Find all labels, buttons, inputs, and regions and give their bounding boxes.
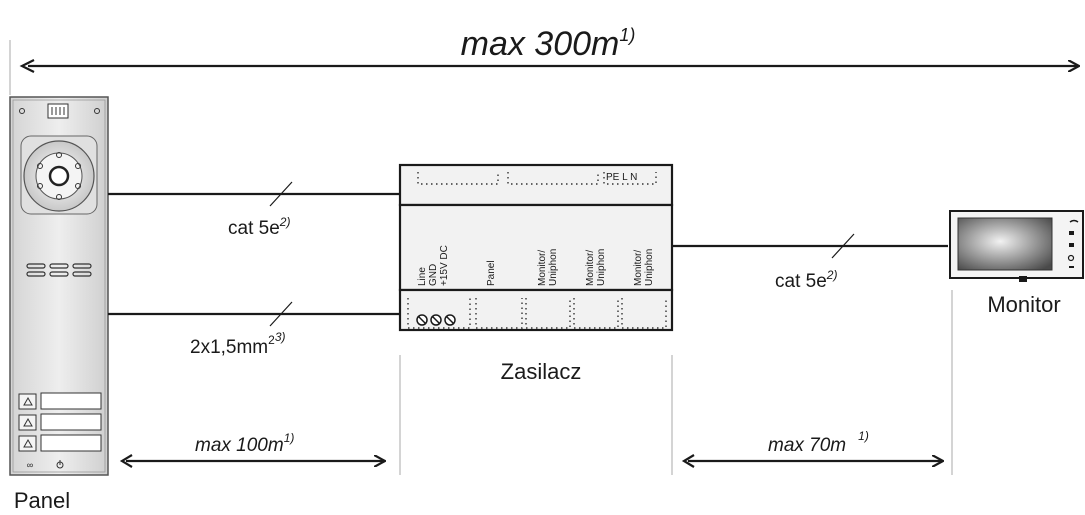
camera-lens-icon xyxy=(48,165,70,187)
distance-left-label: max 100m1) xyxy=(195,431,294,456)
bell-icon xyxy=(23,417,33,427)
terminal-label-panel: Panel xyxy=(486,260,497,286)
screw-icon xyxy=(19,108,25,114)
cable-slash xyxy=(831,233,855,259)
cable-panel-top-label: cat 5e2) xyxy=(228,215,290,239)
monitor-screen xyxy=(957,217,1053,271)
infinity-icon: ∞ xyxy=(27,460,33,470)
terminal-label-monitor-3a: Monitor/ xyxy=(633,250,644,286)
panel-label: Panel xyxy=(14,488,70,513)
terminal-label-15v: +15V DC xyxy=(439,245,450,286)
menu-icon xyxy=(1069,243,1074,247)
terminal-label-gnd: GND xyxy=(428,264,439,286)
door-panel: ∞ xyxy=(9,96,109,476)
terminal-label-line: Line xyxy=(417,267,428,286)
handset-icon xyxy=(1069,219,1079,223)
screw-icon xyxy=(94,108,100,114)
terminal-label-monitor-1b: Uniphon xyxy=(548,249,559,286)
call-button-1 xyxy=(18,392,102,410)
speaker-grille-icon xyxy=(26,263,92,277)
terminal-label-monitor-1a: Monitor/ xyxy=(537,250,548,286)
cable-monitor-label: cat 5e2) xyxy=(775,268,837,292)
cable-slash xyxy=(269,181,293,207)
cable-panel-bottom-label: 2x1,5mm23) xyxy=(190,330,286,358)
key-icon xyxy=(1069,231,1074,235)
top-distance-label: max 300m1) xyxy=(461,25,636,63)
top-arrow-left-head xyxy=(19,59,35,73)
logo-icon xyxy=(47,103,69,119)
call-button-2 xyxy=(18,413,102,431)
cable-slash xyxy=(269,301,293,327)
bell-icon xyxy=(23,438,33,448)
settings-icon xyxy=(1067,254,1075,262)
psu-label: Zasilacz xyxy=(501,359,582,384)
power-supply: PE L N Line GND +15V DC Panel Monitor/ U… xyxy=(398,163,674,355)
monitor-label: Monitor xyxy=(987,292,1060,317)
bell-icon xyxy=(23,396,33,406)
monitor-device xyxy=(949,210,1084,282)
call-button-3 xyxy=(18,434,102,452)
terminal-label-monitor-2a: Monitor/ xyxy=(585,250,596,286)
screw-terminal-icon xyxy=(416,314,456,326)
terminal-label-monitor-2b: Uniphon xyxy=(596,249,607,286)
terminal-label-monitor-3b: Uniphon xyxy=(644,249,655,286)
mains-terminal-label: PE L N xyxy=(606,172,637,183)
